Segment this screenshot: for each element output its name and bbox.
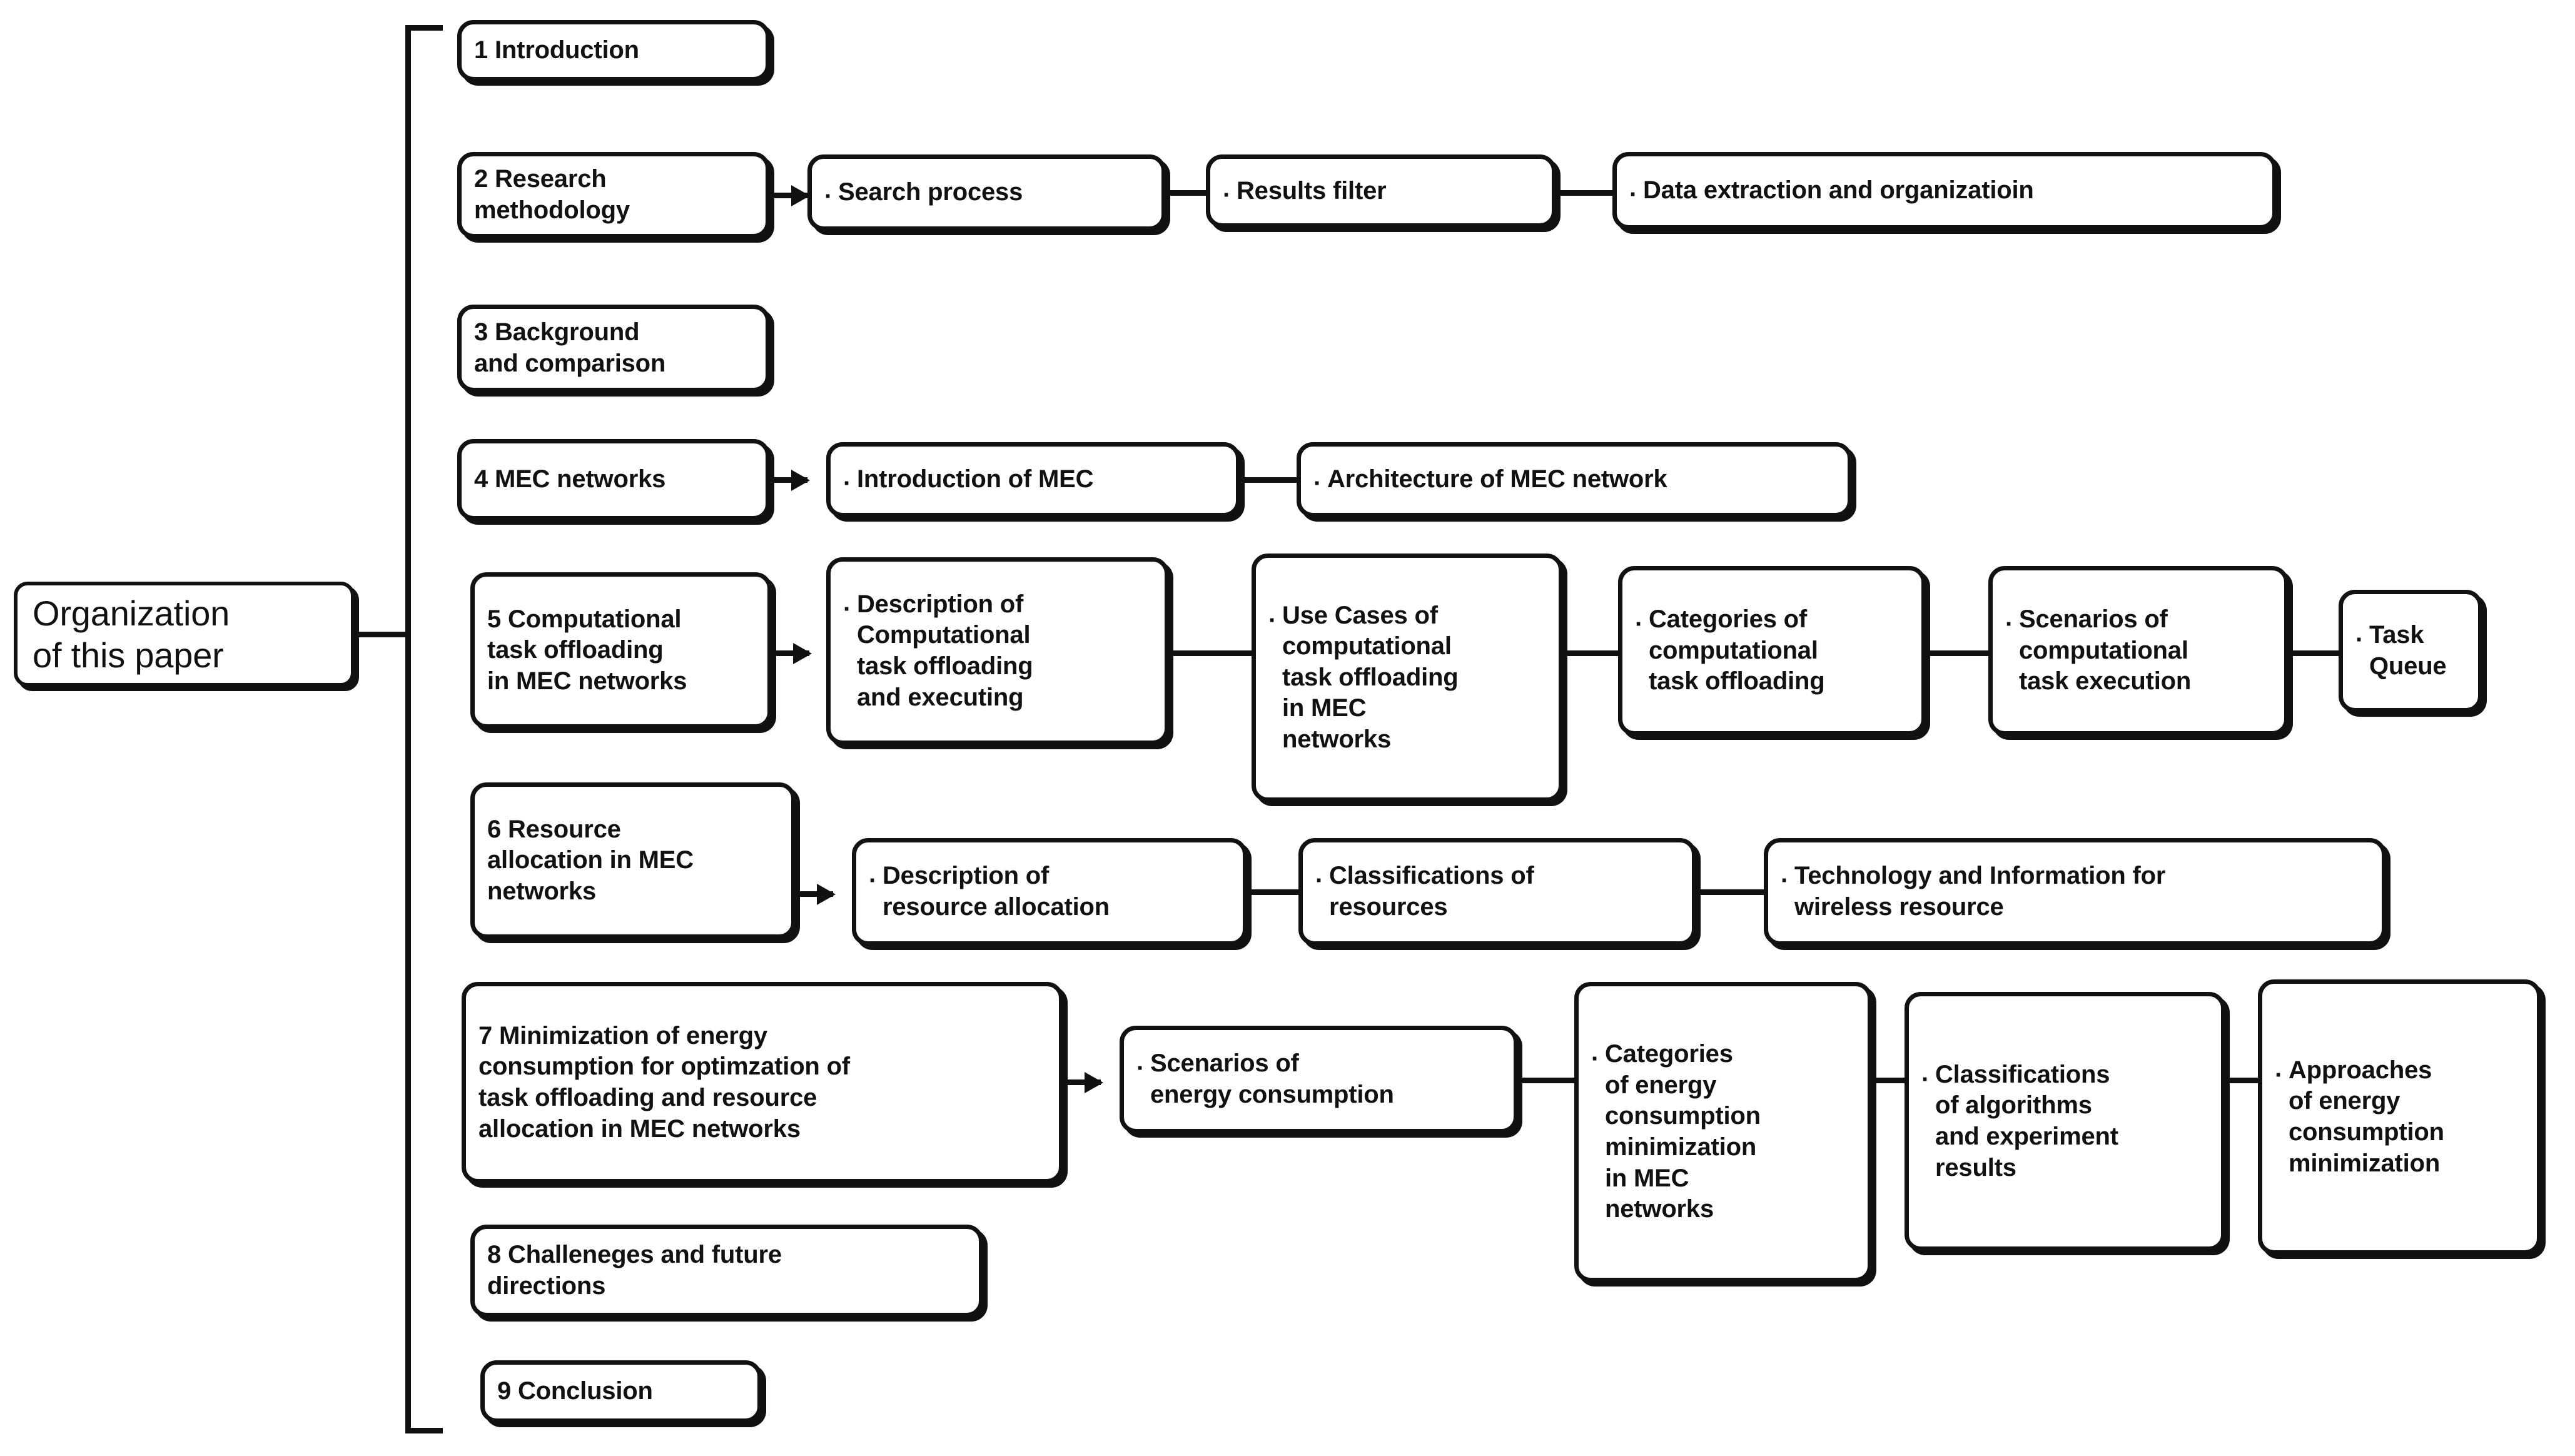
arrow-section-5-to-child-1 bbox=[772, 650, 809, 656]
section-node-9[interactable]: 9 Conclusion bbox=[480, 1360, 762, 1423]
section-7-child-1-label: Scenarios of energy consumption bbox=[1150, 1049, 1394, 1108]
bullet-icon: · bbox=[1268, 606, 1277, 634]
section-7-child-4-label: Approaches of energy consumption minimiz… bbox=[2289, 1056, 2444, 1177]
connector-s5-c3-c4 bbox=[1926, 650, 1988, 656]
section-node-3[interactable]: 3 Background and comparison bbox=[457, 305, 770, 392]
arrow-section-2-to-child-1 bbox=[770, 193, 807, 198]
root-node-label: Organization of this paper bbox=[33, 593, 230, 675]
section-node-2-label: 2 Research methodology bbox=[474, 165, 630, 224]
bullet-icon: · bbox=[1781, 867, 1789, 895]
connector-s2-c1-c2 bbox=[1166, 190, 1206, 196]
section-4-child-1[interactable]: · Introduction of MEC bbox=[826, 442, 1240, 517]
section-7-child-4[interactable]: · Approaches of energy consumption minim… bbox=[2258, 979, 2541, 1255]
section-6-child-2[interactable]: · Classifications of resources bbox=[1298, 838, 1696, 946]
section-5-child-5-label: Task Queue bbox=[2369, 621, 2447, 680]
connector-s2-c2-c3 bbox=[1556, 190, 1612, 196]
section-2-child-2[interactable]: · Results filter bbox=[1206, 154, 1556, 228]
section-node-6[interactable]: 6 Resource allocation in MEC networks bbox=[470, 782, 796, 939]
spine-cap-bottom bbox=[405, 1428, 443, 1433]
section-5-child-1-label: Description of Computational task offloa… bbox=[857, 590, 1033, 711]
section-6-child-1-label: Description of resource allocation bbox=[883, 862, 1110, 921]
bullet-icon: · bbox=[1921, 1065, 1930, 1093]
section-node-1-label: 1 Introduction bbox=[474, 36, 639, 64]
section-4-child-2[interactable]: · Architecture of MEC network bbox=[1297, 442, 1852, 517]
section-6-child-2-label: Classifications of resources bbox=[1329, 862, 1534, 921]
connector-s5-c4-c5 bbox=[2289, 650, 2339, 656]
section-7-child-2[interactable]: · Categories of energy consumption minim… bbox=[1574, 982, 1872, 1282]
section-node-7-label: 7 Minimization of energy consumption for… bbox=[478, 1021, 850, 1143]
arrow-section-7-to-child-1 bbox=[1063, 1079, 1101, 1085]
section-2-child-3[interactable]: · Data extraction and organizatioin bbox=[1612, 152, 2277, 230]
section-7-child-2-label: Categories of energy consumption minimiz… bbox=[1605, 1040, 1761, 1223]
connector-s7-c2-c3 bbox=[1872, 1078, 1905, 1083]
section-2-child-1-label: Search process bbox=[838, 178, 1023, 206]
section-6-child-3[interactable]: · Technology and Information for wireles… bbox=[1764, 838, 2386, 946]
section-node-9-label: 9 Conclusion bbox=[497, 1377, 653, 1405]
section-node-2[interactable]: 2 Research methodology bbox=[457, 152, 770, 238]
bullet-icon: · bbox=[1629, 181, 1638, 208]
section-6-child-1[interactable]: · Description of resource allocation bbox=[852, 838, 1247, 946]
section-node-7[interactable]: 7 Minimization of energy consumption for… bbox=[462, 982, 1063, 1183]
connector-s7-c1-c2 bbox=[1518, 1078, 1574, 1083]
section-node-5[interactable]: 5 Computational task offloading in MEC n… bbox=[470, 572, 772, 729]
section-node-5-label: 5 Computational task offloading in MEC n… bbox=[487, 605, 687, 695]
bullet-icon: · bbox=[2275, 1061, 2284, 1089]
section-5-child-3[interactable]: · Categories of computational task offlo… bbox=[1618, 566, 1926, 736]
section-6-child-3-label: Technology and Information for wireless … bbox=[1794, 862, 2166, 921]
section-5-child-2[interactable]: · Use Cases of computational task offloa… bbox=[1252, 554, 1563, 802]
section-5-child-3-label: Categories of computational task offload… bbox=[1649, 605, 1825, 695]
bullet-icon: · bbox=[824, 183, 833, 210]
section-5-child-4[interactable]: · Scenarios of computational task execut… bbox=[1988, 566, 2289, 736]
bullet-icon: · bbox=[2005, 610, 2014, 639]
section-5-child-2-label: Use Cases of computational task offloadi… bbox=[1282, 601, 1459, 753]
section-7-child-1[interactable]: · Scenarios of energy consumption bbox=[1120, 1026, 1518, 1133]
section-7-child-3-label: Classifications of algorithms and experi… bbox=[1935, 1060, 2118, 1181]
section-node-1[interactable]: 1 Introduction bbox=[457, 20, 770, 81]
bullet-icon: · bbox=[869, 867, 878, 895]
section-2-child-1[interactable]: · Search process bbox=[807, 154, 1166, 231]
connector-s4-c1-c2 bbox=[1240, 477, 1297, 483]
section-4-child-1-label: Introduction of MEC bbox=[857, 465, 1094, 493]
bullet-icon: · bbox=[1591, 1045, 1600, 1073]
arrow-section-6-to-child-1 bbox=[796, 891, 833, 897]
spine-cap-top bbox=[405, 25, 443, 31]
section-node-4[interactable]: 4 MEC networks bbox=[457, 439, 770, 520]
arrow-section-4-to-child-1 bbox=[770, 477, 807, 483]
section-7-child-3[interactable]: · Classifications of algorithms and expe… bbox=[1905, 992, 2225, 1251]
section-node-8[interactable]: 8 Challeneges and future directions bbox=[470, 1225, 983, 1317]
bullet-icon: · bbox=[843, 595, 852, 623]
bullet-icon: · bbox=[843, 470, 852, 497]
section-node-8-label: 8 Challeneges and future directions bbox=[487, 1241, 782, 1300]
bullet-icon: · bbox=[1313, 470, 1322, 497]
bullet-icon: · bbox=[2355, 626, 2364, 654]
connector-s5-c2-c3 bbox=[1563, 650, 1618, 656]
bullet-icon: · bbox=[1635, 610, 1644, 639]
connector-s6-c1-c2 bbox=[1247, 889, 1298, 895]
section-5-child-1[interactable]: · Description of Computational task offl… bbox=[826, 557, 1169, 745]
section-node-6-label: 6 Resource allocation in MEC networks bbox=[487, 815, 694, 905]
section-5-child-4-label: Scenarios of computational task executio… bbox=[2019, 605, 2192, 695]
connector-s5-c1-c2 bbox=[1169, 650, 1252, 656]
section-4-child-2-label: Architecture of MEC network bbox=[1327, 465, 1667, 493]
bullet-icon: · bbox=[1223, 181, 1232, 209]
section-node-3-label: 3 Background and comparison bbox=[474, 318, 666, 377]
section-5-child-5[interactable]: · Task Queue bbox=[2339, 590, 2482, 712]
spine-vertical bbox=[405, 25, 411, 1433]
connector-s7-c3-c4 bbox=[2225, 1078, 2258, 1083]
connector-s6-c2-c3 bbox=[1696, 889, 1764, 895]
section-node-4-label: 4 MEC networks bbox=[474, 465, 666, 493]
bullet-icon: · bbox=[1315, 867, 1324, 895]
section-2-child-2-label: Results filter bbox=[1237, 176, 1387, 205]
root-connector bbox=[355, 632, 408, 637]
root-node[interactable]: Organization of this paper bbox=[14, 582, 355, 687]
bullet-icon: · bbox=[1136, 1054, 1145, 1083]
section-2-child-3-label: Data extraction and organizatioin bbox=[1643, 176, 2034, 205]
